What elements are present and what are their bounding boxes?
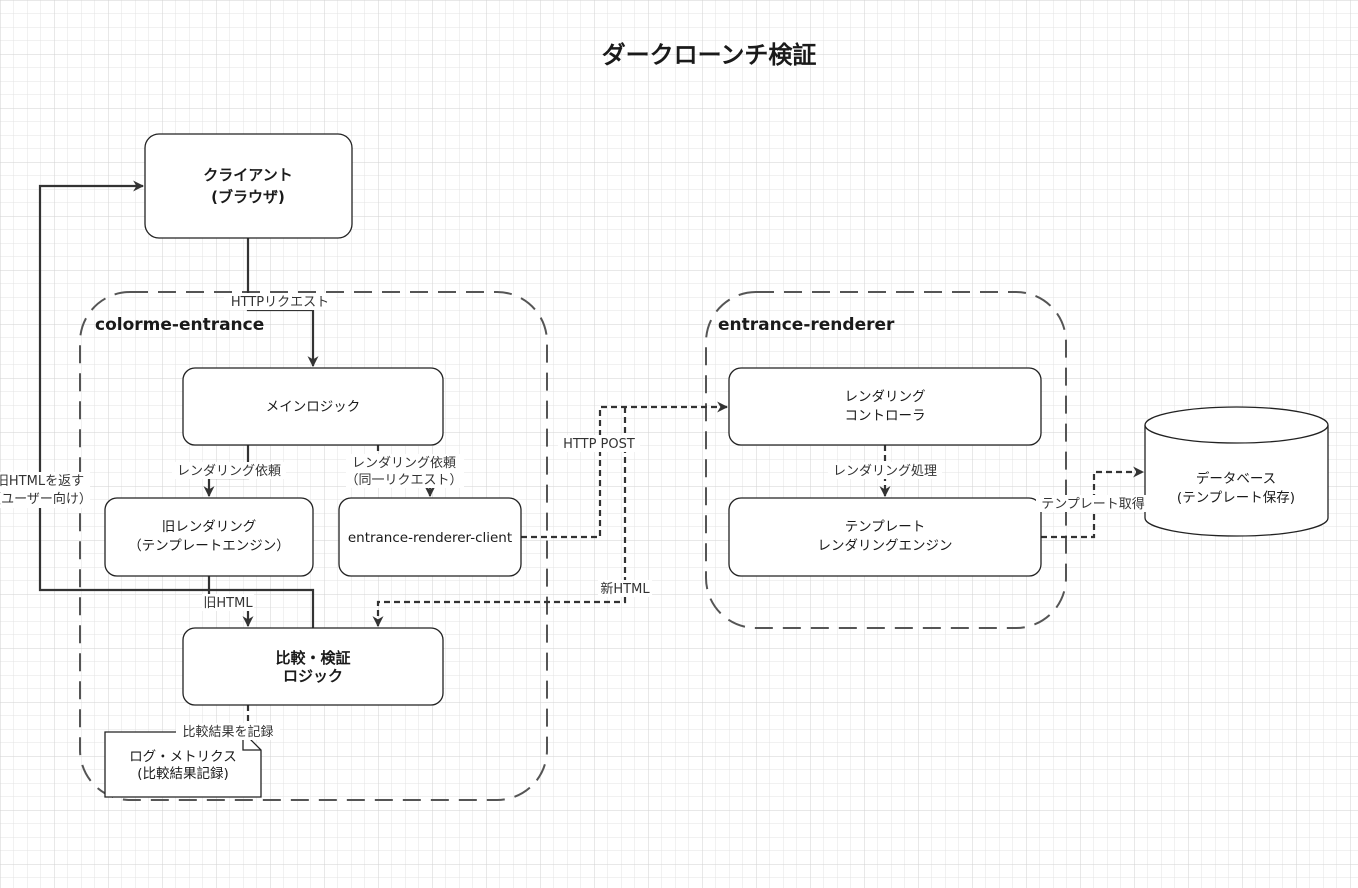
edge-label-old-html: 旧HTML xyxy=(203,596,253,611)
container-label-renderer: entrance-renderer xyxy=(718,315,895,335)
container-entrance-renderer[interactable] xyxy=(705,291,1067,629)
edge-label-return-old-sub: （ユーザー向け） xyxy=(0,491,92,507)
node-client-sublabel: (ブラウザ) xyxy=(211,188,285,206)
node-compare[interactable]: 比較・検証 ロジック xyxy=(182,627,444,706)
node-old-rendering-sublabel: （テンプレートエンジン） xyxy=(128,538,290,554)
edge-label-record: 比較結果を記録 xyxy=(182,724,273,740)
container-label-colorme: colorme-entrance xyxy=(95,315,264,335)
edge-return-old-html[interactable] xyxy=(38,180,315,628)
node-log-label: ログ・メトリクス xyxy=(129,749,237,765)
edge-label-template-fetch: テンプレート取得 xyxy=(1041,496,1145,512)
node-old-rendering-label: 旧レンダリング xyxy=(162,519,257,535)
diagram-title: ダークローンチ検証 xyxy=(602,41,817,69)
node-engine[interactable]: テンプレート レンダリングエンジン xyxy=(728,497,1042,577)
node-database[interactable]: データベース (テンプレート保存) xyxy=(1144,406,1329,537)
edge-new-html[interactable] xyxy=(372,407,627,628)
container-colorme-entrance[interactable] xyxy=(79,291,548,801)
edge-label-http-post: HTTP POST xyxy=(563,437,635,452)
node-controller-sublabel: コントローラ xyxy=(845,408,926,424)
edge-label-render-request-same-sub: （同一リクエスト） xyxy=(345,473,462,488)
node-engine-sublabel: レンダリングエンジン xyxy=(818,538,953,554)
node-renderer-client[interactable]: entrance-renderer-client xyxy=(338,497,522,577)
node-log[interactable]: ログ・メトリクス (比較結果記録) xyxy=(104,731,262,798)
node-compare-sublabel: ロジック xyxy=(283,667,343,685)
edge-label-new-html: 新HTML xyxy=(600,581,650,597)
edge-label-render-request-same: レンダリング依頼 xyxy=(352,456,456,471)
edge-http-post[interactable] xyxy=(521,401,729,539)
node-log-sublabel: (比較結果記録) xyxy=(137,765,229,782)
node-controller-label: レンダリング xyxy=(845,389,926,405)
edge-label-render-request: レンダリング依頼 xyxy=(177,464,281,479)
edge-label-render-process: レンダリング処理 xyxy=(833,464,937,479)
node-client[interactable]: クライアント (ブラウザ) xyxy=(144,133,353,239)
edge-label-return-old: 旧HTMLを返す xyxy=(0,474,84,489)
node-database-label: データベース xyxy=(1196,470,1276,487)
node-controller[interactable]: レンダリング コントローラ xyxy=(728,367,1042,446)
node-main-logic-label: メインロジック xyxy=(266,399,361,415)
node-compare-label: 比較・検証 xyxy=(275,649,350,667)
node-database-sublabel: (テンプレート保存) xyxy=(1177,490,1295,506)
node-renderer-client-label: entrance-renderer-client xyxy=(348,530,512,546)
node-client-label: クライアント xyxy=(203,166,292,184)
edge-label-http-request: HTTPリクエスト xyxy=(231,295,329,310)
node-old-rendering[interactable]: 旧レンダリング （テンプレートエンジン） xyxy=(104,497,314,577)
node-engine-label: テンプレート xyxy=(845,519,926,535)
node-main-logic[interactable]: メインロジック xyxy=(182,367,444,446)
